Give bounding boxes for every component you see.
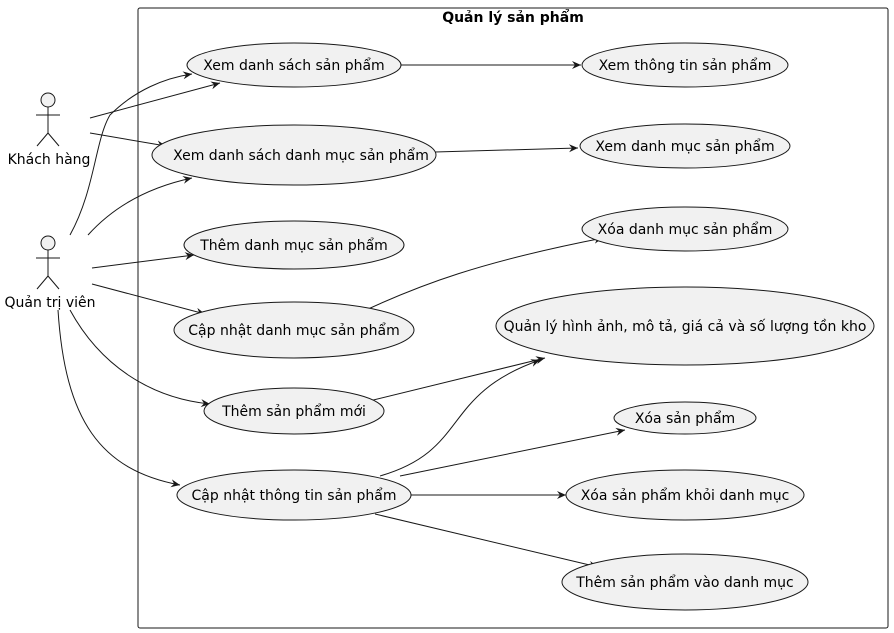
actor-customer[interactable]: Khách hàng: [8, 92, 91, 168]
use-case-label: Thêm danh mục sản phẩm: [199, 237, 388, 254]
use-case-view-category[interactable]: Xem danh mục sản phẩm: [579, 123, 791, 169]
use-case-remove-product-from-category[interactable]: Xóa sản phẩm khỏi danh mục: [565, 469, 805, 521]
use-case-manage-product-details[interactable]: Quản lý hình ảnh, mô tả, giá cả và số lư…: [495, 286, 875, 366]
use-case-add-product-to-category[interactable]: Thêm sản phẩm vào danh mục: [561, 553, 809, 611]
edge-admin-uc7: [91, 283, 206, 316]
use-case-label: Xóa sản phẩm: [635, 410, 735, 427]
edge-admin-uc5: [91, 252, 195, 269]
use-case-label: Xóa sản phẩm khỏi danh mục: [581, 487, 790, 504]
use-case-label: Xem thông tin sản phẩm: [599, 57, 772, 74]
use-case-label: Cập nhật thông tin sản phẩm: [192, 487, 397, 504]
use-case-view-product-list[interactable]: Xem danh sách sản phẩm: [186, 42, 402, 88]
use-case-delete-product[interactable]: Xóa sản phẩm: [613, 401, 757, 435]
use-case-label: Xem danh mục sản phẩm: [595, 138, 774, 155]
use-case-label: Thêm sản phẩm mới: [221, 403, 366, 420]
edge-customer-uc3: [89, 132, 167, 149]
edge-uc11-uc13: [374, 513, 599, 569]
edge-admin-uc11: [57, 309, 181, 488]
edge-customer-uc1: [89, 81, 221, 119]
system-boundary: [137, 7, 889, 629]
use-case-label: Xóa danh mục sản phẩm: [598, 221, 773, 238]
use-case-label: Cập nhật danh mục sản phẩm: [188, 322, 399, 339]
edge-admin-uc9: [69, 309, 211, 408]
use-case-label: Xem danh sách sản phẩm: [203, 57, 384, 74]
edge-admin-uc1: [69, 71, 193, 236]
use-case-delete-category[interactable]: Xóa danh mục sản phẩm: [581, 206, 789, 252]
use-case-view-category-list[interactable]: Xem danh sách danh mục sản phẩm: [151, 124, 437, 186]
edge-uc3-uc4: [434, 144, 579, 153]
use-case-add-category[interactable]: Thêm danh mục sản phẩm: [183, 220, 405, 270]
use-case-add-product[interactable]: Thêm sản phẩm mới: [203, 387, 385, 435]
relation-edges: [57, 61, 626, 569]
edge-uc11-uc10: [399, 427, 626, 477]
use-case-label: Quản lý hình ảnh, mô tả, giá cả và số lư…: [504, 318, 867, 335]
use-case-update-category[interactable]: Cập nhật danh mục sản phẩm: [173, 301, 415, 359]
edge-uc11-uc8: [379, 359, 541, 477]
actor-label: Khách hàng: [8, 152, 91, 168]
use-case-label: Xem danh sách danh mục sản phẩm: [173, 147, 429, 164]
use-case-view-product-info[interactable]: Xem thông tin sản phẩm: [581, 42, 789, 88]
use-case-update-product[interactable]: Cập nhật thông tin sản phẩm: [176, 469, 412, 521]
system-title: Quản lý sản phẩm: [442, 9, 584, 26]
stick-figure-icon: [36, 92, 60, 147]
use-case-label: Thêm sản phẩm vào danh mục: [575, 574, 794, 591]
edge-uc7-uc6: [365, 235, 604, 311]
edge-admin-uc3: [87, 175, 193, 236]
actor-admin[interactable]: Quản trị viên: [4, 235, 96, 311]
actor-label: Quản trị viên: [4, 295, 95, 311]
stick-figure-icon: [36, 235, 60, 290]
edge-uc9-uc8: [356, 356, 546, 405]
